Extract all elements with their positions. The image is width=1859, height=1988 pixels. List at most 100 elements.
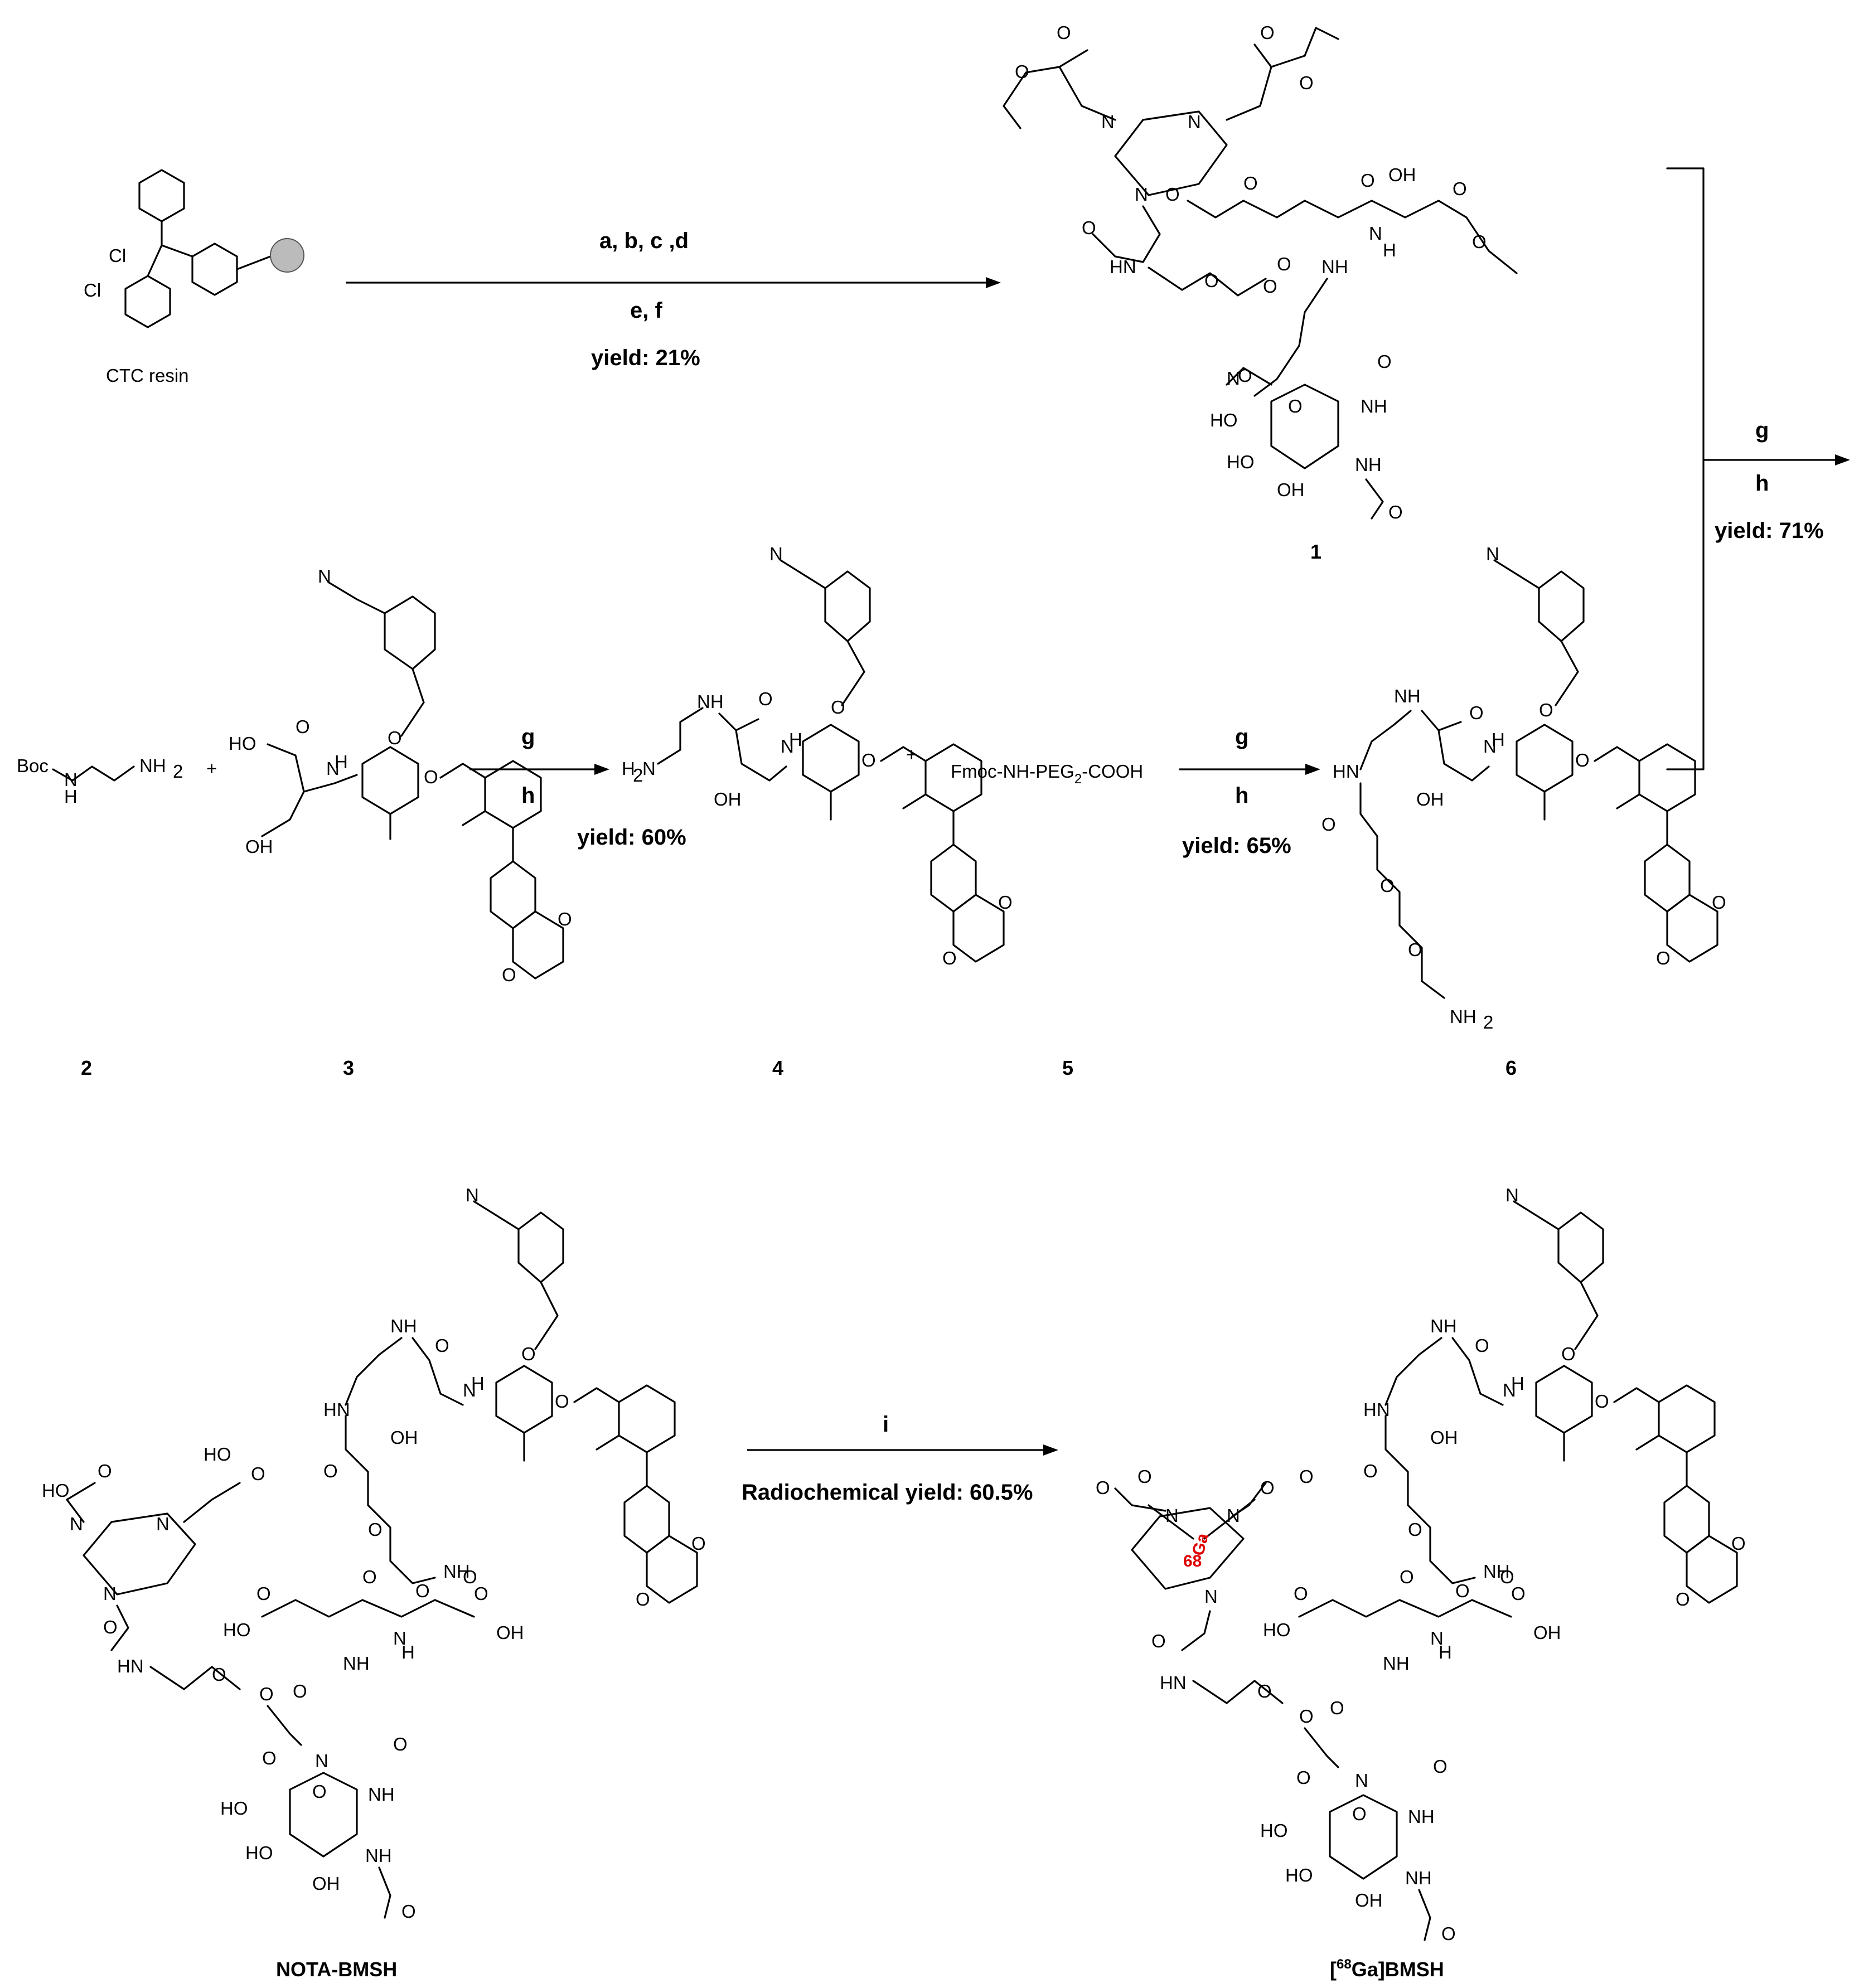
svg-text:O: O: [312, 1781, 327, 1802]
svg-text:O: O: [1561, 1344, 1576, 1364]
svg-text:O: O: [1243, 173, 1258, 193]
svg-text:NH: NH: [1408, 1806, 1435, 1827]
arrow-step3: [1179, 764, 1320, 775]
svg-text:O: O: [1296, 1767, 1311, 1788]
svg-text:H: H: [401, 1642, 415, 1662]
svg-text:H: H: [1511, 1373, 1524, 1394]
svg-text:O: O: [1712, 892, 1726, 913]
svg-text:N: N: [70, 1514, 83, 1534]
step2-yield: yield: 60%: [577, 825, 686, 850]
svg-text:N: N: [103, 1583, 117, 1604]
svg-text:O: O: [1260, 22, 1275, 43]
svg-text:O: O: [1299, 72, 1314, 93]
svg-text:O: O: [691, 1533, 706, 1554]
svg-text:N: N: [1483, 736, 1497, 757]
svg-text:HO: HO: [245, 1842, 273, 1863]
svg-text:NH: NH: [139, 755, 166, 776]
svg-text:O: O: [323, 1461, 338, 1481]
ga-bmsh-label: [68Ga]BMSH: [1330, 1957, 1444, 1981]
svg-text:OH: OH: [1430, 1427, 1458, 1448]
step3-yield: yield: 65%: [1182, 833, 1291, 858]
svg-text:OH: OH: [1533, 1622, 1561, 1643]
cl-left-atom: Cl: [84, 280, 101, 300]
nota-bmsh-structure: N N N HO O HO O O HN O O O N HO O NH O N…: [42, 1185, 706, 1922]
svg-text:O: O: [1361, 170, 1375, 191]
svg-text:OH: OH: [714, 789, 742, 809]
svg-text:N: N: [318, 566, 331, 586]
svg-text:H: H: [471, 1373, 485, 1394]
svg-text:HN: HN: [117, 1656, 144, 1676]
compound-3-label: 3: [343, 1056, 354, 1079]
svg-text:O: O: [1455, 1580, 1470, 1601]
svg-text:O: O: [636, 1589, 650, 1609]
svg-text:O: O: [521, 1344, 536, 1364]
step4-h: h: [1755, 471, 1769, 496]
svg-text:H: H: [64, 786, 78, 807]
ga-mass: 68: [1183, 1552, 1202, 1570]
svg-text:O: O: [1469, 702, 1484, 723]
svg-text:O: O: [103, 1617, 118, 1637]
svg-text:O: O: [1238, 365, 1252, 386]
svg-text:O: O: [1204, 270, 1219, 291]
svg-text:HO: HO: [1210, 410, 1238, 430]
svg-text:O: O: [98, 1461, 112, 1481]
ctc-resin-structure: Cl Cl CTC resin: [84, 169, 304, 386]
svg-text:O: O: [262, 1748, 277, 1768]
svg-text:O: O: [1321, 814, 1336, 835]
svg-text:NH: NH: [1405, 1868, 1432, 1888]
svg-text:NH: NH: [390, 1316, 417, 1336]
svg-text:OH: OH: [390, 1427, 418, 1448]
svg-text:N: N: [64, 769, 78, 790]
svg-text:H: H: [1383, 240, 1396, 260]
compound-2-structure: Boc H N NH 2: [17, 755, 183, 807]
ga-bmsh-structure: N N N O O O O Ga 68 O HN O O O N HO O NH…: [1096, 1185, 1746, 1944]
step2-g: g: [521, 725, 535, 749]
compound-5-formula: Fmoc-NH-PEG2-COOH: [951, 761, 1143, 787]
svg-text:O: O: [1294, 1583, 1308, 1604]
ctc-resin-label: CTC resin: [106, 365, 189, 386]
svg-text:O: O: [1453, 178, 1467, 199]
bracket-step4: [1666, 167, 1850, 770]
svg-text:OH: OH: [1416, 789, 1444, 809]
svg-text:N: N: [463, 1380, 476, 1400]
svg-text:O: O: [424, 767, 438, 787]
svg-text:O: O: [259, 1684, 274, 1704]
svg-text:O: O: [1015, 61, 1029, 82]
svg-text:HO: HO: [1285, 1865, 1313, 1885]
svg-text:NH: NH: [443, 1561, 470, 1582]
svg-text:O: O: [502, 964, 516, 985]
svg-text:HN: HN: [1110, 256, 1136, 277]
svg-text:O: O: [1151, 1631, 1166, 1651]
svg-text:NH: NH: [1361, 396, 1387, 416]
svg-text:O: O: [558, 909, 572, 929]
svg-text:OH: OH: [496, 1622, 524, 1643]
svg-text:N: N: [315, 1751, 328, 1771]
svg-text:NH: NH: [368, 1784, 395, 1805]
step1-yield: yield: 21%: [591, 346, 700, 370]
svg-text:HN: HN: [1160, 1672, 1187, 1693]
svg-text:O: O: [1656, 948, 1671, 968]
svg-text:Boc: Boc: [17, 755, 49, 776]
svg-text:O: O: [1057, 22, 1071, 43]
svg-text:HO: HO: [42, 1480, 70, 1501]
svg-text:O: O: [293, 1681, 307, 1701]
svg-text:O: O: [998, 892, 1013, 913]
svg-text:H: H: [1439, 1642, 1452, 1662]
svg-text:O: O: [861, 750, 876, 770]
svg-text:N: N: [1430, 1628, 1444, 1648]
svg-text:NH: NH: [365, 1845, 392, 1866]
svg-text:NH: NH: [1383, 1653, 1410, 1674]
svg-text:NH: NH: [1355, 454, 1382, 475]
svg-text:O: O: [1137, 1466, 1152, 1487]
svg-text:O: O: [1441, 1923, 1456, 1944]
svg-text:O: O: [1408, 1519, 1422, 1540]
resin-bead-icon: [270, 238, 304, 273]
svg-text:2: 2: [633, 765, 643, 785]
svg-text:NH: NH: [1430, 1316, 1457, 1336]
svg-text:HO: HO: [229, 733, 256, 754]
svg-text:HO: HO: [1227, 452, 1255, 472]
svg-text:O: O: [1330, 1698, 1344, 1718]
svg-text:O: O: [463, 1567, 477, 1587]
svg-text:HO: HO: [1260, 1820, 1288, 1841]
